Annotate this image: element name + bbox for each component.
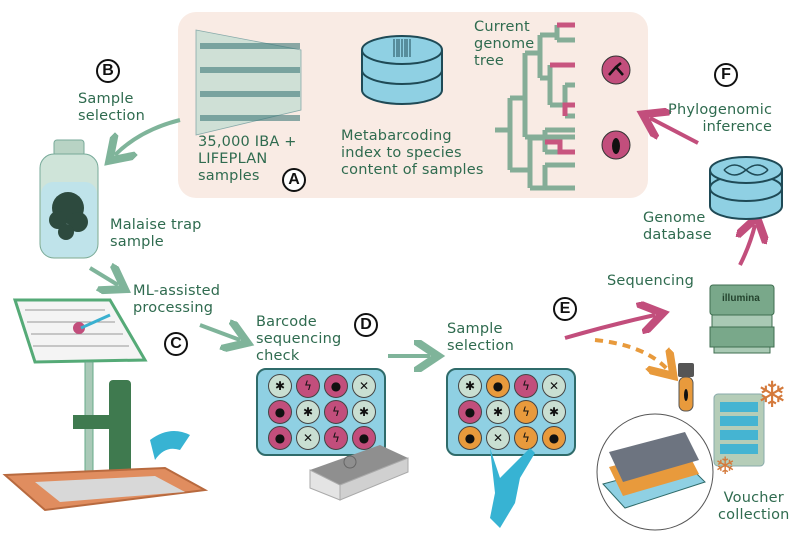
sample-well-mosquito: ✕	[542, 374, 566, 398]
plate-sample-selection: ✱●ϟ✕●✱ϟ✱●✕ϟ●	[446, 368, 576, 456]
sample-well-beetle: ●	[268, 400, 292, 424]
phylogenomic-label: Phylogenomic inference	[668, 102, 773, 135]
voucher-plate-magnified	[596, 413, 714, 531]
sample-well-mosquito: ✕	[352, 374, 376, 398]
sample-well-beetle: ●	[458, 426, 482, 450]
gloved-hand-icon	[490, 448, 535, 528]
sample-well-fly: ✱	[268, 374, 292, 398]
sample-well-mosquito: ✕	[296, 426, 320, 450]
sample-well-wasp: ϟ	[324, 426, 348, 450]
sample-jars-wall	[195, 29, 302, 136]
sample-well-fly: ✱	[486, 400, 510, 424]
badge-b: B	[96, 59, 120, 83]
genome-tree-label: Current genome tree	[474, 19, 535, 69]
sequencing-label: Sequencing	[607, 273, 695, 289]
metabarcoding-label: Metabarcoding index to species content o…	[341, 128, 484, 178]
dna-icon	[723, 164, 769, 176]
voucher-tube-icon	[678, 363, 694, 412]
badge-d: D	[354, 313, 378, 337]
beetle-icon	[601, 130, 631, 160]
sample-well-fly: ✱	[458, 374, 482, 398]
sample-well-wasp: ϟ	[514, 426, 538, 450]
sample-well-beetle: ●	[458, 400, 482, 424]
sample-well-beetle: ●	[324, 374, 348, 398]
badge-c: C	[164, 332, 188, 356]
microscope-station	[2, 298, 209, 512]
genome-database-icon	[709, 156, 783, 220]
illumina-sequencer-icon	[709, 284, 775, 354]
badge-e: E	[553, 297, 577, 321]
barcode-icon	[393, 39, 411, 57]
malaise-label: Malaise trap sample	[110, 217, 202, 250]
illumina-brand-label: illumina	[722, 293, 760, 304]
sample-well-wasp: ϟ	[514, 400, 538, 424]
sample-well-wasp: ϟ	[296, 374, 320, 398]
metabarcoding-database-icon	[361, 35, 443, 105]
badge-f: F	[714, 63, 738, 87]
sample-well-mosquito: ✕	[486, 426, 510, 450]
snowflake-icon: ❄	[757, 375, 788, 416]
badge-a: A	[282, 168, 306, 192]
malaise-jar	[39, 139, 99, 259]
plate-barcode-check: ✱ϟ●✕●✱ϟ✱●✕ϟ●	[256, 368, 386, 456]
sample-well-fly: ✱	[296, 400, 320, 424]
sample-well-beetle: ●	[542, 426, 566, 450]
genome-database-label: Genome database	[643, 210, 712, 243]
barcode-check-label: Barcode sequencing check	[256, 314, 342, 364]
sample-well-wasp: ϟ	[514, 374, 538, 398]
ml-processing-label: ML-assisted processing	[133, 283, 221, 316]
sample-well-beetle: ●	[352, 426, 376, 450]
snowflake-small-icon: ❄	[715, 452, 736, 480]
voucher-rack-box	[713, 393, 765, 467]
samples-count-label: 35,000 IBA + LIFEPLAN samples	[198, 134, 297, 184]
sample-well-fly: ✱	[542, 400, 566, 424]
sample-well-wasp: ϟ	[324, 400, 348, 424]
sample-well-beetle: ●	[268, 426, 292, 450]
sample-well-fly: ✱	[352, 400, 376, 424]
sample-well-beetle: ●	[486, 374, 510, 398]
minion-sequencer-device	[309, 445, 409, 501]
sample-selection-b-label: Sample selection	[78, 91, 145, 124]
genome-tree	[495, 22, 575, 191]
sample-selection-d-label: Sample selection	[447, 321, 514, 354]
voucher-collection-label: Voucher collection	[718, 490, 790, 523]
wasp-icon	[601, 55, 631, 85]
